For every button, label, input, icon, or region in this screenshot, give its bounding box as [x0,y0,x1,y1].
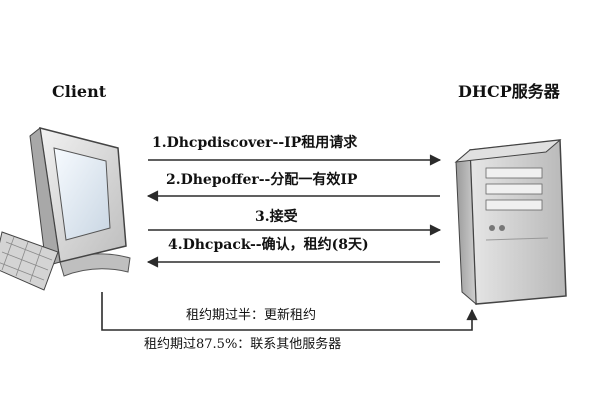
client-label: Client [52,82,107,101]
renewal-half-label: 租约期过半：更新租约 [186,308,317,323]
server-label: DHCP服务器 [458,82,560,101]
renewal-875-label: 租约期过87.5%：联系其他服务器 [144,337,342,352]
server-icon [454,139,567,306]
client-computer-icon [0,126,131,291]
message-discover-label: 1.Dhcpdiscover--IP租用请求 [152,135,358,151]
arrow-renewal [101,292,478,331]
message-offer-label: 2.Dhepoffer--分配一有效IP [166,172,358,188]
message-accept-label: 3.接受 [255,209,298,225]
message-ack-label: 4.Dhcpack--确认，租约(8天) [168,237,369,253]
